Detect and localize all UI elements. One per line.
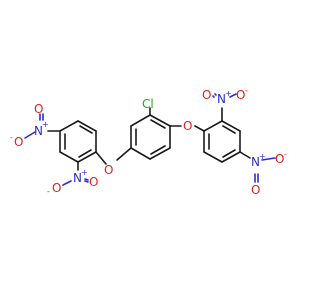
right-aromatic-ring xyxy=(203,120,241,163)
nitro-o-left-bottom-2: O xyxy=(89,175,98,189)
nitro-o-left-top-2-charge: - xyxy=(10,133,13,142)
nitro-o-right-bottom-1: O xyxy=(275,152,284,166)
central-aromatic-ring xyxy=(130,114,171,160)
nitro-o-right-top-2-charge: - xyxy=(245,86,248,95)
right-ether-oxygen: O xyxy=(183,119,192,133)
left-bottom-nitro-bonds xyxy=(62,161,89,186)
chlorine-label: Cl xyxy=(142,97,154,111)
right-bottom-nitro-bonds xyxy=(239,151,276,183)
nitro-n-right-top-charge: + xyxy=(225,89,232,98)
left-top-nitro-bonds xyxy=(24,113,61,139)
nitro-n-left-top-charge: + xyxy=(42,120,49,129)
right-ether-bridge xyxy=(169,125,205,132)
nitro-n-left-bottom: N xyxy=(73,171,82,185)
nitro-n-right-top: N xyxy=(217,92,226,106)
nitro-o-left-top-2: O xyxy=(14,135,23,149)
nitro-o-right-top-1: O xyxy=(202,88,211,102)
nitro-n-right-bottom-charge: + xyxy=(259,152,266,161)
nitro-o-left-bottom-1: O xyxy=(52,181,61,195)
left-ether-oxygen: O xyxy=(104,163,113,177)
nitro-o-left-top-1: O xyxy=(34,102,43,116)
nitro-o-right-top-2: O xyxy=(236,88,245,102)
nitro-n-left-bottom-charge: + xyxy=(81,168,88,177)
left-aromatic-ring xyxy=(59,120,97,163)
left-ether-bridge xyxy=(95,147,132,165)
nitro-o-right-bottom-2: O xyxy=(251,183,260,197)
nitro-o-left-bottom-1-charge: - xyxy=(47,187,50,196)
nitro-n-left-top: N xyxy=(34,124,43,138)
nitro-n-right-bottom: N xyxy=(251,155,260,169)
right-top-nitro-bonds xyxy=(212,93,237,122)
nitro-o-right-bottom-1-charge: - xyxy=(284,150,287,159)
structure-diagram: Cl O O N + O O - N + O - O N + O O - N +… xyxy=(10,86,287,197)
molecule-canvas: Cl O O N + O O - N + O - O N + O O - N +… xyxy=(10,86,287,197)
